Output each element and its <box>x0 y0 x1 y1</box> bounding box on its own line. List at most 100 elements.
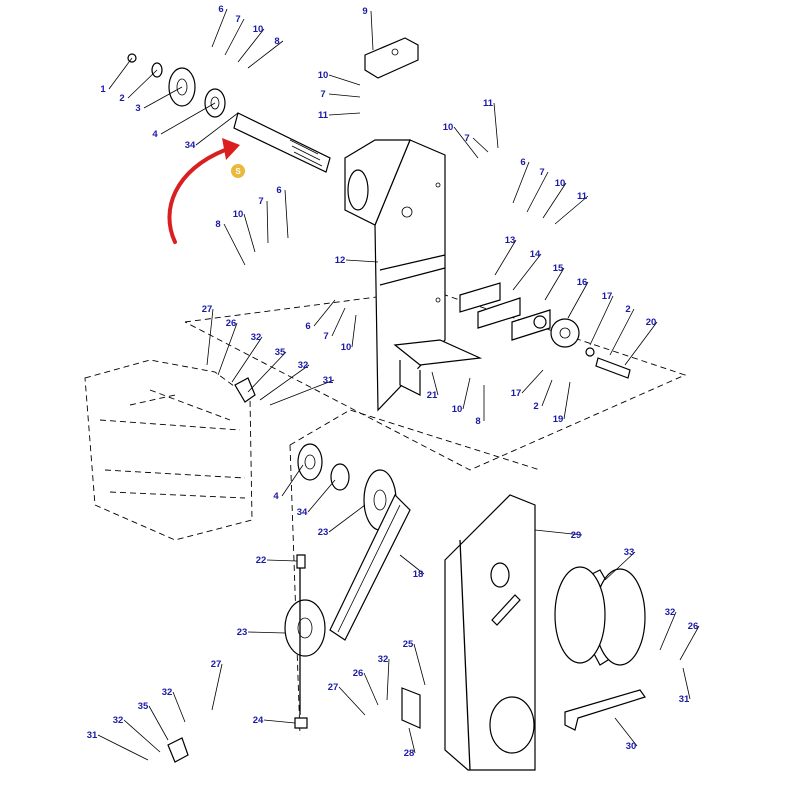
part-callout-6: 6 <box>218 4 223 15</box>
chain-cover-29 <box>444 494 536 771</box>
linkage-35 <box>167 377 256 763</box>
drive-upper <box>297 443 397 531</box>
leader-line <box>127 69 158 99</box>
upright-plate-12 <box>344 139 446 412</box>
part-callout-14: 14 <box>530 249 541 260</box>
leader-line <box>259 364 310 401</box>
leader-line <box>614 717 638 747</box>
part-callout-17: 17 <box>602 291 613 302</box>
part-callout-2: 2 <box>119 93 124 104</box>
leader-line <box>534 529 583 536</box>
leader-line <box>512 253 542 291</box>
drum-33 <box>554 566 646 666</box>
guide-21 <box>393 339 483 396</box>
part-callout-10: 10 <box>253 24 264 35</box>
leader-line <box>284 189 289 239</box>
leader-line <box>370 10 374 51</box>
part-callout-9: 9 <box>362 6 367 17</box>
part-callout-32: 32 <box>162 687 173 698</box>
part-callout-28: 28 <box>404 748 415 759</box>
highlight: S <box>167 138 245 244</box>
part-callout-31: 31 <box>323 375 334 386</box>
leader-line <box>211 663 223 711</box>
leader-line <box>313 299 336 327</box>
leader-line <box>172 691 186 723</box>
leader-line <box>148 705 169 741</box>
part-callout-2: 2 <box>533 401 538 412</box>
part-callout-12: 12 <box>335 255 346 266</box>
part-callout-29: 29 <box>571 530 582 541</box>
part-callout-35: 35 <box>138 701 149 712</box>
part-callout-32: 32 <box>113 715 124 726</box>
part-callout-1: 1 <box>100 84 106 95</box>
leader-line <box>345 259 379 263</box>
leader-line <box>363 672 379 706</box>
part-callout-32: 32 <box>665 607 676 618</box>
leader-line <box>567 281 589 319</box>
part-callout-33: 33 <box>624 547 635 558</box>
part-callout-32: 32 <box>378 654 389 665</box>
part-callout-26: 26 <box>226 318 237 329</box>
leader-line <box>328 74 361 86</box>
leader-line <box>223 223 246 266</box>
leader-line <box>237 28 265 63</box>
drive-chain-18 <box>329 493 411 641</box>
leader-line <box>526 171 549 213</box>
part-callout-34: 34 <box>185 140 196 151</box>
part-callout-21: 21 <box>427 390 438 401</box>
leader-line <box>386 658 390 701</box>
part-callout-4: 4 <box>152 129 158 140</box>
part-callout-13: 13 <box>505 235 516 246</box>
machine-frame-ghost <box>84 359 253 541</box>
leader-line <box>682 667 691 700</box>
part-callout-10: 10 <box>443 122 454 133</box>
leader-line <box>542 182 567 219</box>
leader-line <box>195 112 239 146</box>
part-callout-31: 31 <box>87 730 98 741</box>
part-callout-7: 7 <box>464 133 469 144</box>
part-callout-23: 23 <box>318 527 329 538</box>
part-callout-18: 18 <box>413 569 424 580</box>
leader-line <box>399 554 425 575</box>
leader-line <box>472 137 489 153</box>
leader-line <box>408 727 416 754</box>
leader-line <box>544 267 565 301</box>
leader-line <box>431 371 439 396</box>
part-callout-32: 32 <box>298 360 309 371</box>
arrowhead-icon <box>222 138 240 160</box>
part-callout-27: 27 <box>328 682 339 693</box>
leader-line <box>624 321 658 366</box>
part-callout-26: 26 <box>353 668 364 679</box>
leader-line <box>493 102 499 149</box>
leader-line <box>494 239 517 276</box>
leader-line <box>328 93 361 98</box>
leader-line <box>512 161 530 204</box>
part-callout-8: 8 <box>215 219 220 230</box>
leader-line <box>224 18 245 56</box>
leader-line <box>604 551 636 581</box>
leader-line <box>247 40 284 69</box>
leader-line <box>97 734 149 761</box>
leader-line <box>659 611 677 651</box>
leader-line <box>679 625 700 661</box>
leader-line <box>231 336 263 383</box>
leader-line <box>413 643 426 686</box>
part-callout-10: 10 <box>233 209 244 220</box>
leader-line <box>266 559 298 562</box>
leader-line <box>351 314 357 348</box>
bracket-28 <box>401 687 421 729</box>
part-callout-7: 7 <box>235 14 240 25</box>
part-callout-17: 17 <box>511 388 522 399</box>
leader-line <box>160 102 216 135</box>
leader-line <box>243 213 256 253</box>
curved-arrow-icon <box>167 148 227 244</box>
leader-line <box>211 8 228 48</box>
leader-line <box>247 631 286 634</box>
leader-lines <box>97 8 700 761</box>
leader-line <box>266 200 269 244</box>
leader-line <box>123 719 161 753</box>
support-30 <box>564 689 646 731</box>
leader-line <box>263 719 296 724</box>
part-callout-22: 22 <box>256 555 267 566</box>
part-callout-35: 35 <box>275 347 286 358</box>
